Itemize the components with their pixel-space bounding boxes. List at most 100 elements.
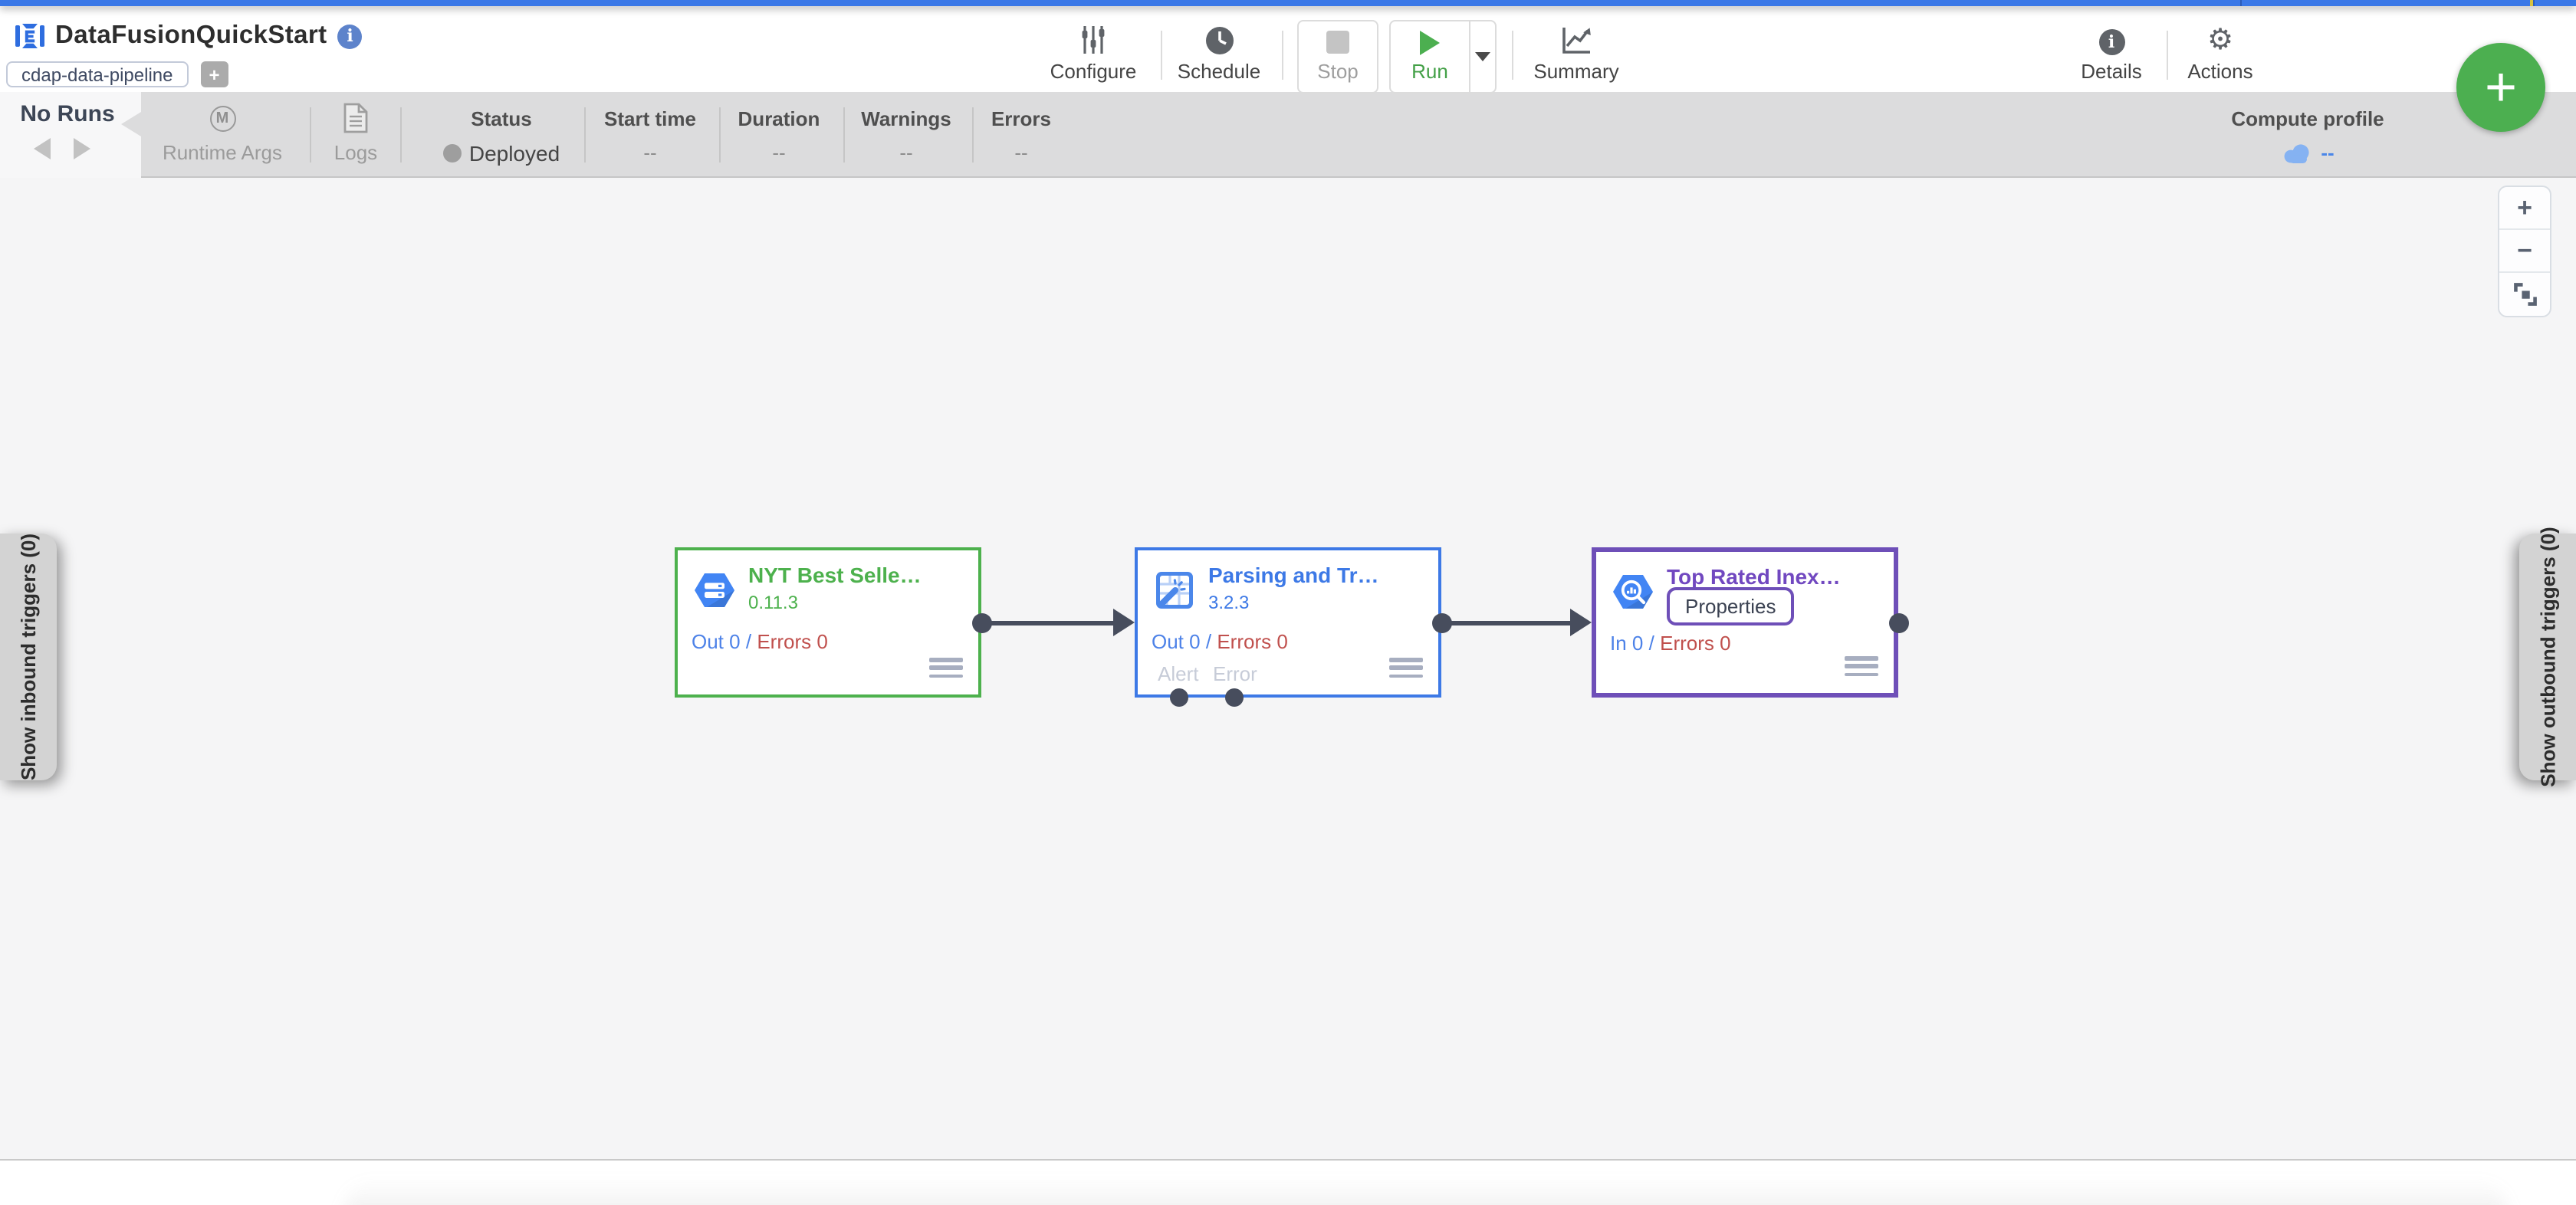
logs-label: Logs	[334, 141, 378, 164]
node-menu-icon[interactable]	[929, 658, 963, 678]
node-menu-icon[interactable]	[1845, 656, 1878, 676]
output-port-source[interactable]	[971, 612, 991, 632]
sliders-icon	[1078, 18, 1109, 55]
node-metrics: In 0 / Errors 0	[1610, 632, 1731, 655]
node-title: Top Rated Inex…	[1667, 564, 1841, 589]
info-icon: i	[2098, 18, 2124, 55]
errors-column: Errors --	[983, 101, 1060, 164]
toolbar-divider	[2167, 31, 2168, 80]
runbar-divider	[719, 107, 721, 163]
toolbar-divider	[1282, 31, 1283, 80]
warnings-value: --	[899, 141, 913, 164]
alert-port[interactable]	[1169, 688, 1188, 707]
connection-transform-sink	[1451, 620, 1570, 625]
actions-button[interactable]: ⚙ Actions	[2173, 18, 2268, 92]
pipeline-canvas[interactable]: + − Show inbound triggers (0) Show outbo…	[0, 178, 2576, 1161]
outbound-triggers-label: Show outbound triggers (0)	[2536, 527, 2559, 787]
runbar-divider	[400, 107, 402, 163]
fit-to-screen-icon	[2513, 283, 2536, 306]
pipeline-type-tag: cdap-data-pipeline	[6, 61, 189, 87]
runbar-divider	[310, 107, 311, 163]
health-status-bar	[0, 0, 2576, 6]
schedule-label: Schedule	[1177, 60, 1261, 83]
node-title: NYT Best Selle…	[748, 563, 922, 587]
details-label: Details	[2081, 60, 2142, 83]
output-port-sink[interactable]	[1888, 612, 1908, 632]
schedule-button[interactable]: Schedule	[1165, 18, 1273, 92]
run-status-bar: No Runs M Runtime Args Logs Status Deplo…	[0, 92, 2576, 178]
inbound-triggers-label: Show inbound triggers (0)	[17, 533, 41, 781]
warnings-label: Warnings	[861, 107, 951, 130]
node-metrics: Out 0 / Errors 0	[1152, 630, 1288, 653]
fit-to-screen-button[interactable]	[2499, 273, 2550, 316]
status-bar-segment-divider	[2533, 0, 2535, 6]
add-plugin-fab[interactable]: +	[2456, 43, 2545, 132]
configure-label: Configure	[1050, 60, 1137, 83]
inbound-triggers-tab[interactable]: Show inbound triggers (0)	[0, 534, 57, 780]
runtime-args-button[interactable]: M Runtime Args	[153, 101, 291, 164]
macro-icon: M	[209, 105, 235, 131]
arrowhead-icon	[1113, 609, 1135, 636]
pipeline-info-icon[interactable]: i	[337, 24, 363, 48]
errors-label: Errors	[991, 107, 1052, 130]
duration-value: --	[772, 141, 786, 164]
node-menu-icon[interactable]	[1389, 658, 1423, 678]
toolbar-divider	[1512, 31, 1513, 80]
document-icon	[343, 101, 368, 135]
node-metrics: Out 0 / Errors 0	[692, 630, 828, 653]
status-dot-icon	[442, 144, 462, 163]
node-version: 0.11.3	[748, 592, 798, 613]
summary-button[interactable]: Summary	[1518, 18, 1635, 92]
add-tag-button[interactable]: +	[200, 61, 228, 87]
warnings-column: Warnings --	[853, 101, 960, 164]
play-icon	[1420, 31, 1440, 55]
error-port-label: Error	[1213, 662, 1257, 685]
node-sink[interactable]: Top Rated Inex… Properties In 0 / Errors…	[1592, 547, 1898, 698]
alert-port-label: Alert	[1158, 662, 1199, 685]
pipeline-header: DataFusionQuickStart i cdap-data-pipelin…	[0, 6, 2576, 94]
summary-label: Summary	[1533, 60, 1619, 83]
chevron-down-icon	[1475, 52, 1490, 61]
configure-button[interactable]: Configure	[1032, 18, 1155, 92]
output-port-transform[interactable]	[1431, 612, 1451, 632]
details-button[interactable]: i Details	[2062, 18, 2160, 92]
canvas-zoom-controls: + −	[2498, 186, 2551, 317]
runs-count-label: No Runs	[20, 101, 115, 127]
previous-run-arrow[interactable]	[34, 138, 51, 159]
duration-label: Duration	[738, 107, 820, 130]
cloud-icon	[2283, 143, 2308, 163]
node-source[interactable]: NYT Best Selle… 0.11.3 Out 0 / Errors 0	[675, 547, 981, 698]
runbar-divider	[972, 107, 974, 163]
arrowhead-icon	[1570, 609, 1592, 636]
actions-label: Actions	[2187, 60, 2253, 83]
error-port[interactable]	[1224, 688, 1243, 707]
run-options-dropdown[interactable]	[1469, 21, 1495, 92]
run-button[interactable]: Run	[1391, 21, 1469, 92]
status-bar-segment-divider	[2240, 0, 2242, 6]
run-label: Run	[1411, 60, 1448, 83]
node-version: 3.2.3	[1208, 592, 1250, 613]
stop-label: Stop	[1317, 60, 1359, 83]
errors-value: --	[1014, 141, 1028, 164]
node-transform[interactable]: Parsing and Tr… 3.2.3 Out 0 / Errors 0 A…	[1135, 547, 1441, 698]
logs-button[interactable]: Logs	[322, 101, 389, 164]
status-label: Status	[471, 107, 532, 130]
status-value: Deployed	[468, 141, 560, 166]
stop-button[interactable]: Stop	[1297, 20, 1378, 94]
outbound-triggers-tab[interactable]: Show outbound triggers (0)	[2519, 527, 2576, 787]
zoom-in-button[interactable]: +	[2499, 187, 2550, 230]
compute-profile-value: --	[2321, 141, 2334, 164]
next-run-arrow[interactable]	[74, 138, 90, 159]
status-bar-warning-segment	[2530, 0, 2533, 6]
zoom-out-button[interactable]: −	[2499, 230, 2550, 273]
duration-column: Duration --	[733, 101, 825, 164]
gear-icon: ⚙	[2206, 23, 2234, 57]
node-title: Parsing and Tr…	[1208, 563, 1379, 587]
runbar-divider	[584, 107, 586, 163]
start-time-column: Start time --	[596, 101, 704, 164]
properties-button[interactable]: Properties	[1667, 587, 1795, 625]
compute-profile-block[interactable]: Compute profile --	[2223, 101, 2392, 164]
clock-icon	[1204, 18, 1234, 55]
toolbar-divider	[1161, 31, 1162, 80]
